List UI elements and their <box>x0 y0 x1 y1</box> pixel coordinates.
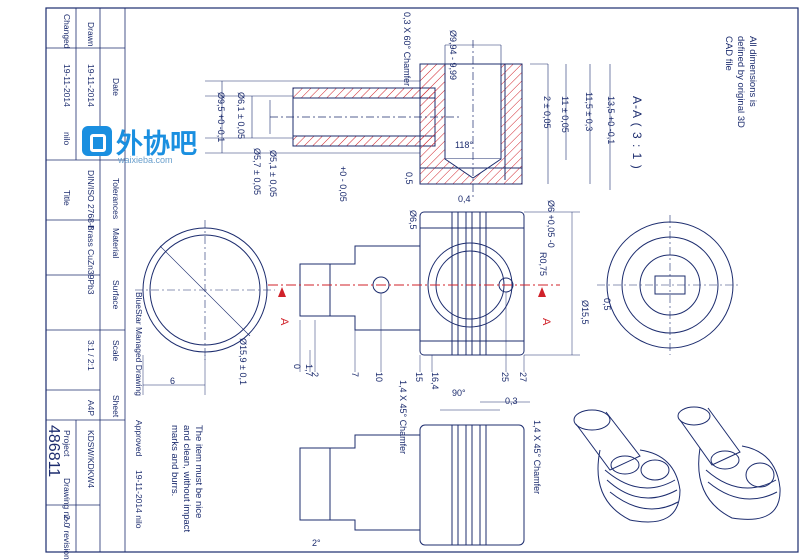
watermark-brand: 外协吧 <box>116 129 197 159</box>
material-label: Material <box>111 228 121 259</box>
cut-label-right: A <box>540 318 552 326</box>
dim-chamfer-left: 1,4 X 45° Chamfer <box>398 380 408 455</box>
dim-04: 0,4 <box>458 194 471 204</box>
section-view <box>270 40 523 200</box>
sheet-border <box>45 7 799 553</box>
dim-05: 0,5 <box>404 172 414 185</box>
baseline-7: 25 <box>500 372 510 383</box>
dim-d57: Ø5,7 ± 0,05 <box>252 148 262 195</box>
managed-note: BlueStar Managed Drawing <box>134 292 144 396</box>
scale-label: Scale <box>111 340 121 362</box>
front-view <box>299 211 525 356</box>
changed-label: Changed <box>62 14 72 49</box>
cut-label-left: A <box>278 318 290 326</box>
tolerances-value: DIN/ISO 2768-f <box>86 170 96 229</box>
right-end-view <box>597 215 740 355</box>
approved-label: Approved <box>134 420 144 457</box>
tolerances-label: Tolerances <box>111 178 121 220</box>
baseline-4: 10 <box>374 372 384 383</box>
dim-bore: Ø9,94 - 9,99 <box>448 30 458 81</box>
finish-note: The item must be nice and clean, without… <box>169 425 204 533</box>
changed-date: 19-11-2014 <box>62 64 72 107</box>
section-dims <box>205 44 611 190</box>
dim-chamfer-top: 0,3 X 60° Chamfer <box>402 12 412 87</box>
drawing-number: 486811 <box>45 425 62 478</box>
baseline-2: 2 <box>310 372 320 378</box>
dim-angle90: 90° <box>452 388 466 398</box>
dim-d51: Ø5,1 ± 0,05 <box>268 150 278 197</box>
dim-chamfer-right: 1,4 X 45° Chamfer <box>532 420 542 495</box>
dim-11: 11 ± 0,05 <box>560 96 570 133</box>
material-value: Brass CuZn39Pb3 <box>86 225 96 295</box>
dim-135: 13,5 +0 -0,1 <box>606 96 616 145</box>
project-value: KDSW/KDKW4 <box>86 430 96 489</box>
dim-r075: R0,75 <box>538 252 548 277</box>
title-block-grid <box>46 8 126 552</box>
baseline-0: 0 <box>292 364 302 370</box>
left-end-view <box>135 220 275 395</box>
baseline-6: 16,4 <box>430 372 440 390</box>
dim-2: 2 ± 0,05 <box>542 96 552 129</box>
dim-flat-tol: +0 - 0,05 <box>338 166 348 202</box>
dim-d155: Ø15,5 <box>580 300 590 325</box>
sheet-value: A4P <box>86 400 96 417</box>
dim-115: 11,5 ± 0,3 <box>584 92 594 132</box>
title-label: Title <box>62 190 72 206</box>
section-label: A-A ( 3 : 1 ) <box>630 96 644 170</box>
dim-2deg: 2° <box>312 538 321 548</box>
dim-d95: Ø9,5 +0 -0,1 <box>216 92 226 143</box>
dim-6: 6 <box>170 376 176 386</box>
dim-d159: Ø15,9 ± 0,1 <box>238 338 248 385</box>
dim-05b: 0,5 <box>602 298 612 311</box>
baseline-8: 27 <box>518 372 528 383</box>
dim-d61: Ø6,1 ± 0,05 <box>236 92 246 139</box>
dim-d6-tol: Ø6 +0,05 -0 <box>546 200 556 248</box>
surface-label: Surface <box>111 280 121 310</box>
changed-by: nilo <box>62 132 72 146</box>
date-label: Date <box>111 78 121 96</box>
iso-view-right <box>677 406 781 520</box>
watermark: 外协吧 waixieba.com <box>82 122 232 168</box>
dim-angle118: 118° <box>455 140 473 150</box>
sheet-label: Sheet <box>111 395 121 418</box>
side-view <box>299 401 530 546</box>
project-label: Project <box>62 430 72 457</box>
cut-arrows <box>278 287 546 297</box>
revision: 2-0 <box>62 515 72 528</box>
dim-03: 0,3 <box>505 396 518 406</box>
baseline-5: 15 <box>414 372 424 383</box>
watermark-logo-icon <box>82 126 112 156</box>
baseline-3: 7 <box>350 372 360 378</box>
baseline-dims <box>299 211 580 372</box>
drawn-date: 19-11-2014 <box>86 64 96 107</box>
drawn-label: Drawn <box>86 22 96 47</box>
iso-view-left <box>573 409 681 523</box>
approved-value: 19-11-2014 nilo <box>134 470 144 529</box>
watermark-site: waixieba.com <box>118 155 173 165</box>
dim-d65: Ø6,5 <box>408 210 418 230</box>
general-note: All dimensions is defined by original 3D… <box>723 36 758 128</box>
scale-value: 3:1 / 2:1 <box>86 340 96 371</box>
